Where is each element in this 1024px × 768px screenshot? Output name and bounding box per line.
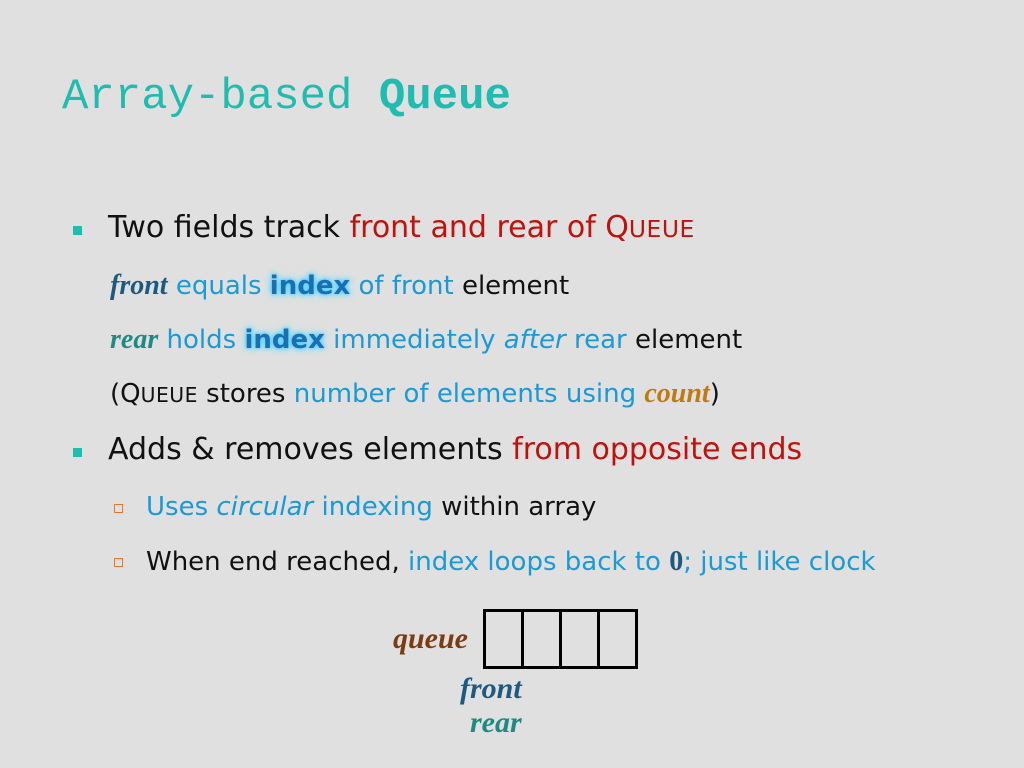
- array-cell: [524, 612, 562, 666]
- line-front-equals: front equals index of front element: [110, 270, 569, 302]
- sub1-uses: Uses: [146, 492, 217, 522]
- queue-array: [483, 609, 638, 669]
- sub2-when: When end reached,: [146, 547, 409, 577]
- rear-word: rear: [565, 325, 627, 355]
- bullet-two-fields: Two fields track front and rear of QUEUE: [108, 210, 695, 245]
- b2-red: from opposite ends: [512, 432, 803, 467]
- sub2-loops: index loops back to: [408, 547, 670, 577]
- rear-after: after: [503, 325, 566, 355]
- front-of-front: of front: [350, 271, 454, 301]
- line-rear-holds: rear holds index immediately after rear …: [110, 324, 742, 356]
- queue-label: queue: [393, 622, 468, 655]
- b1-plain: Two fields track: [108, 210, 350, 245]
- b1-queue-q: Q: [605, 210, 629, 245]
- rear-immediately: immediately: [324, 325, 504, 355]
- count-keyword: count: [644, 378, 710, 409]
- count-open: (: [110, 379, 121, 409]
- sub-loops-back: When end reached, index loops back to 0;…: [146, 546, 876, 578]
- sub1-indexing: indexing: [313, 492, 433, 522]
- front-keyword: front: [110, 270, 168, 301]
- front-element: element: [453, 271, 570, 301]
- front-equals: equals: [167, 271, 270, 301]
- count-number: number of elements using: [293, 379, 645, 409]
- array-cell: [600, 612, 635, 666]
- sub-circular: Uses circular indexing within array: [146, 492, 596, 522]
- count-close: ): [709, 379, 720, 409]
- bullet-square-icon: [73, 226, 82, 235]
- slide-title: Array-based Queue: [62, 72, 511, 122]
- sub2-zero: 0: [669, 546, 684, 577]
- count-queue-rest: UEUE: [140, 383, 198, 407]
- sub1-within: within array: [432, 492, 597, 522]
- b1-queue-rest: UEUE: [628, 215, 695, 243]
- sub2-semi: ;: [683, 547, 692, 577]
- line-count: (QUEUE stores number of elements using c…: [110, 378, 720, 410]
- sub2-clock: just like clock: [691, 547, 876, 577]
- sub1-circular: circular: [216, 492, 314, 522]
- front-index: index: [269, 271, 351, 301]
- rear-holds: holds: [158, 325, 245, 355]
- rear-pointer-label: rear: [470, 706, 522, 739]
- bullet-adds-removes: Adds & removes elements from opposite en…: [108, 432, 802, 467]
- title-plain: Array-based: [62, 72, 379, 122]
- rear-index: index: [244, 325, 325, 355]
- b2-plain: Adds & removes elements: [108, 432, 513, 467]
- title-bold: Queue: [378, 72, 511, 122]
- front-pointer-label: front: [460, 672, 522, 705]
- rear-keyword: rear: [110, 324, 159, 355]
- count-queue-q: Q: [120, 379, 141, 409]
- bullet-hollow-square-icon: [114, 504, 123, 513]
- array-cell: [562, 612, 600, 666]
- b1-red: front and rear of: [349, 210, 606, 245]
- bullet-hollow-square-icon: [114, 558, 123, 567]
- count-stores: stores: [197, 379, 294, 409]
- rear-element: element: [626, 325, 743, 355]
- bullet-square-icon: [73, 448, 82, 457]
- array-cell: [486, 612, 524, 666]
